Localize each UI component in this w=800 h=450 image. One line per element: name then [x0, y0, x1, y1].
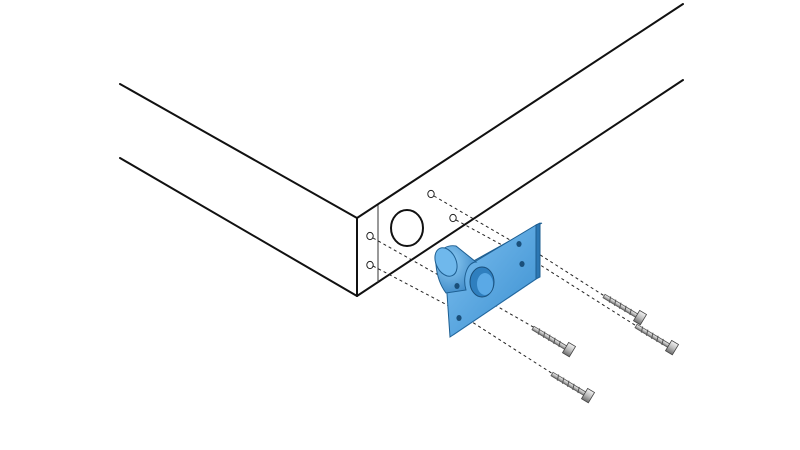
guide-line-3	[433, 195, 511, 241]
flange-bore-inner	[477, 273, 493, 295]
guide-line-2	[372, 265, 450, 307]
flange-edge-right	[535, 222, 541, 280]
flange-edge-bottom	[450, 277, 540, 337]
screw-3	[531, 325, 577, 358]
guide-line-7	[519, 241, 607, 298]
flange-hole-4	[519, 261, 525, 267]
screw-1	[602, 293, 648, 326]
board-top-front-edge	[356, 3, 684, 219]
guide-line-6	[457, 312, 554, 375]
screw-2	[634, 323, 680, 356]
pilot-hole-2	[366, 260, 374, 270]
flange-hub-end	[434, 247, 458, 277]
screws	[531, 293, 680, 404]
flange-hole-3	[516, 241, 522, 247]
board	[119, 3, 684, 297]
screw-4	[550, 371, 596, 404]
flange-hole-1	[454, 283, 460, 289]
board-bottom-back-edge	[119, 157, 358, 297]
pilot-hole-4	[449, 213, 457, 223]
board-bore-hole	[390, 209, 424, 247]
pilot-hole-3	[427, 189, 435, 199]
guide-line-1	[372, 237, 450, 282]
board-top-back-edge	[119, 83, 358, 219]
mounting-flange	[434, 222, 543, 338]
pilot-hole-1	[366, 231, 374, 241]
guide-line-8	[525, 255, 639, 328]
flange-hole-2	[456, 315, 462, 321]
